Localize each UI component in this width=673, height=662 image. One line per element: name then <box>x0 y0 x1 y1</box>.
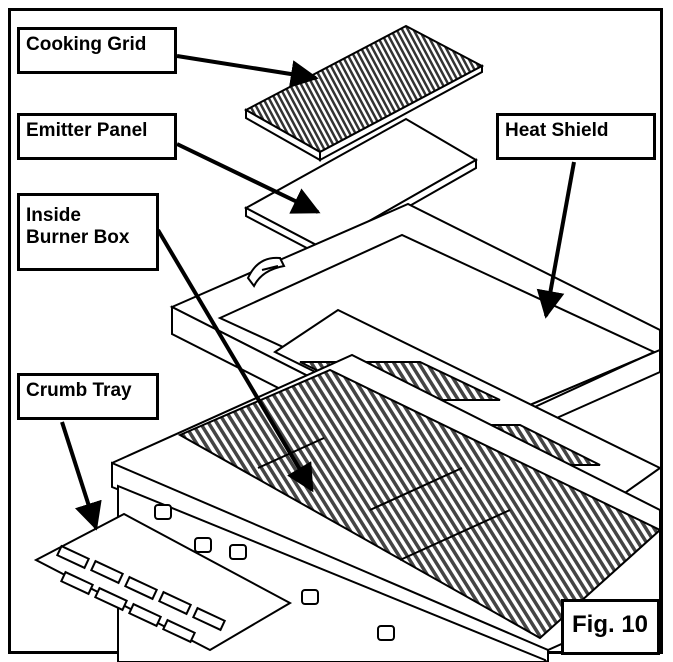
arrow-inside-burner-box <box>156 228 314 493</box>
inside-burner-box-label: Inside Burner Box <box>17 193 159 271</box>
crumb-tray-part <box>33 512 293 652</box>
cooking-grid-label: Cooking Grid <box>17 27 177 74</box>
heat-shield-label: Heat Shield <box>496 113 656 160</box>
arrow-heat-shield <box>536 161 576 319</box>
cooking-grid-part <box>243 24 485 162</box>
crumb-tray-label: Crumb Tray <box>17 373 159 420</box>
arrow-crumb-tray <box>60 421 102 531</box>
emitter-panel-label: Emitter Panel <box>17 113 177 160</box>
arrow-cooking-grid <box>176 54 319 88</box>
arrow-emitter-panel <box>176 142 321 214</box>
leader-lines <box>60 54 576 531</box>
figure-caption: Fig. 10 <box>561 599 660 655</box>
control-knobs <box>154 504 395 641</box>
